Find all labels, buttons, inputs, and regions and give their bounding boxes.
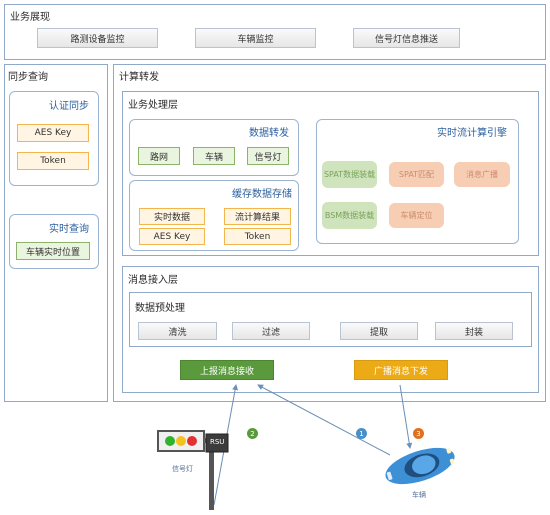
- message-broadcast-box[interactable]: 消息广播: [454, 162, 510, 187]
- sync-query-title: 同步查询: [8, 72, 48, 83]
- step-3-badge: 3: [413, 428, 424, 439]
- step-2-badge: 2: [247, 428, 258, 439]
- clean-box[interactable]: 清洗: [138, 322, 217, 340]
- auth-aes-key-box[interactable]: AES Key: [17, 124, 89, 142]
- data-forward-title: 数据转发: [249, 128, 289, 139]
- signal-info-push-box[interactable]: 信号灯信息推送: [353, 28, 460, 48]
- vehicle-realtime-position-box[interactable]: 车辆实时位置: [16, 242, 90, 260]
- traffic-light-label: 信号灯: [172, 465, 193, 473]
- extract-box[interactable]: 提取: [340, 322, 418, 340]
- vehicle-monitor-box[interactable]: 车辆监控: [195, 28, 316, 48]
- traffic-light-icon: [157, 430, 212, 452]
- upload-message-receive-button[interactable]: 上报消息接收: [180, 360, 274, 380]
- stream-engine-title: 实时流计算引擎: [437, 128, 507, 139]
- filter-box[interactable]: 过滤: [232, 322, 310, 340]
- vehicle-box[interactable]: 车辆: [193, 147, 235, 165]
- car-label: 车辆: [412, 491, 426, 499]
- pole-icon: [209, 448, 214, 510]
- spat-match-box[interactable]: SPAT匹配: [389, 162, 444, 187]
- cache-aes-key-box[interactable]: AES Key: [139, 228, 205, 245]
- message-access-layer-title: 消息接入层: [128, 275, 178, 286]
- bsm-data-load-box[interactable]: BSM数据装载: [322, 202, 377, 229]
- stream-result-box[interactable]: 流计算结果: [224, 208, 291, 225]
- car-icon: [385, 447, 455, 485]
- auth-sync-title: 认证同步: [49, 101, 89, 112]
- business-layer-title: 业务处理层: [128, 100, 178, 111]
- broadcast-message-send-button[interactable]: 广播消息下发: [354, 360, 448, 380]
- preprocess-title: 数据预处理: [135, 303, 185, 314]
- road-network-box[interactable]: 路网: [138, 147, 180, 165]
- cache-token-box[interactable]: Token: [224, 228, 291, 245]
- vehicle-positioning-box[interactable]: 车辆定位: [389, 203, 444, 228]
- auth-token-box[interactable]: Token: [17, 152, 89, 170]
- business-display-title: 业务展现: [10, 12, 50, 23]
- realtime-query-title: 实时查询: [49, 224, 89, 235]
- step-1-badge: 1: [356, 428, 367, 439]
- spat-data-load-box[interactable]: SPAT数据装载: [322, 161, 377, 188]
- rsu-label: RSU: [210, 438, 225, 446]
- realtime-data-box[interactable]: 实时数据: [139, 208, 205, 225]
- signal-light-box[interactable]: 信号灯: [247, 147, 289, 165]
- encapsulate-box[interactable]: 封装: [435, 322, 513, 340]
- compute-forward-title: 计算转发: [119, 72, 159, 83]
- cache-storage-title: 缓存数据存储: [232, 189, 292, 200]
- roadside-device-monitor-box[interactable]: 路测设备监控: [37, 28, 158, 48]
